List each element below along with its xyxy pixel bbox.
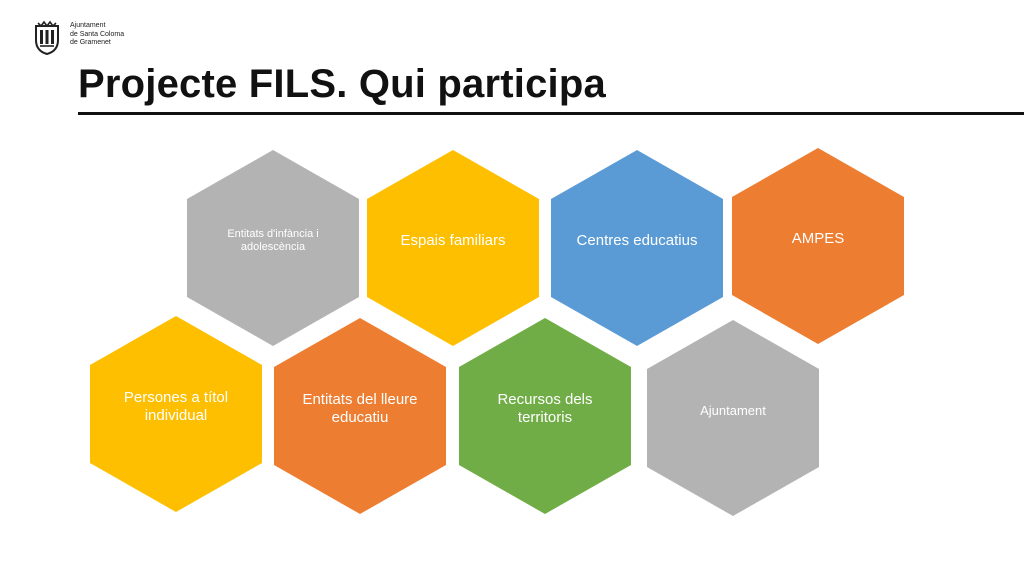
hex-ajuntament: Ajuntament xyxy=(647,320,819,516)
hex-label: Persones a títol individual xyxy=(123,389,229,424)
logo-line-1: Ajuntament xyxy=(70,22,106,29)
hex-label: Recursos dels territoris xyxy=(497,391,593,426)
hex-label: AMPES xyxy=(791,230,845,247)
page-title: Projecte FILS. Qui participa xyxy=(78,62,606,106)
hex-label: Centres educatius xyxy=(576,232,698,249)
ajuntament-logo-text: Ajuntament de Santa Coloma de Gramenet xyxy=(70,22,124,48)
title-underline xyxy=(78,112,1024,115)
hex-persones-titol-individual: Persones a títol individual xyxy=(90,316,262,512)
logo-line-3: de Gramenet xyxy=(70,39,111,46)
hex-label: Entitats del lleure educatiu xyxy=(302,391,418,426)
hex-ampes: AMPES xyxy=(732,148,904,344)
coat-of-arms-icon xyxy=(35,20,59,56)
hex-recursos-territoris: Recursos dels territoris xyxy=(459,318,631,514)
hex-entitats-lleure: Entitats del lleure educatiu xyxy=(274,318,446,514)
hex-entitats-infancia: Entitats d'infància i adolescència xyxy=(187,150,359,346)
hex-label: Ajuntament xyxy=(700,403,766,418)
hex-label: Espais familiars xyxy=(400,232,506,249)
hex-espais-familiars: Espais familiars xyxy=(367,150,539,346)
hex-centres-educatius: Centres educatius xyxy=(551,150,723,346)
ajuntament-logo: Ajuntament de Santa Coloma de Gramenet xyxy=(30,20,124,56)
logo-line-2: de Santa Coloma xyxy=(70,30,125,38)
hex-label: Entitats d'infància i adolescència xyxy=(227,228,319,253)
